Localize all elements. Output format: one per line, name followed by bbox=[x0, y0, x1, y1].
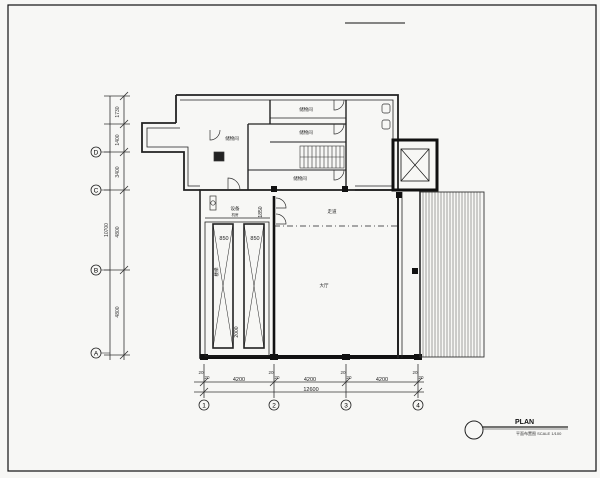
axis-col-1: 1 bbox=[198, 399, 210, 411]
dim-small-1: 20 bbox=[198, 370, 204, 375]
axis-row-d-label: D bbox=[94, 150, 99, 157]
column-axis-markers: 1 2 3 4 bbox=[198, 399, 424, 411]
dim-left-1: 1730 bbox=[115, 106, 121, 117]
plan-subtitle: 平面布置图 SCALE 1/100 bbox=[516, 430, 562, 436]
room-label-corridor: 走道 bbox=[328, 208, 337, 215]
dim-lift-bottom: 2000 bbox=[234, 326, 240, 337]
plan-title-circle bbox=[464, 420, 484, 440]
axis-col-2: 2 bbox=[268, 399, 280, 411]
dim-bottom-3: 4200 bbox=[376, 377, 388, 383]
axis-col-4: 4 bbox=[412, 399, 424, 411]
room-label-hall: 大厅 bbox=[320, 282, 329, 289]
axis-row-c-label: C bbox=[94, 188, 99, 195]
dim-bottom-2: 4200 bbox=[304, 377, 316, 383]
axis-col-3: 3 bbox=[340, 399, 352, 411]
room-label-store-1: 储物间 bbox=[299, 106, 313, 113]
room-label-store-3: 储物间 bbox=[225, 135, 239, 142]
axis-col-1-label: 1 bbox=[202, 403, 206, 410]
dim-bottom-1: 4200 bbox=[233, 377, 245, 383]
dim-lift-a: 850 bbox=[219, 236, 228, 242]
axis-row-b-label: B bbox=[94, 268, 98, 275]
room-label-store-4: 储物间 bbox=[293, 175, 307, 182]
stair bbox=[299, 145, 345, 169]
axis-row-c: C bbox=[90, 184, 110, 196]
axis-col-2-label: 2 bbox=[272, 403, 276, 410]
fixtures bbox=[209, 103, 391, 211]
axis-row-a-label: A bbox=[94, 351, 99, 358]
dim-small-4: 20 bbox=[274, 375, 280, 380]
dim-small-2: 20 bbox=[204, 375, 210, 380]
dim-small-7: 20 bbox=[412, 370, 418, 375]
structural-columns bbox=[200, 186, 422, 360]
dim-small-6: 20 bbox=[346, 375, 352, 380]
axis-row-b: B bbox=[90, 264, 110, 276]
sheet-border bbox=[7, 4, 597, 472]
dim-bottom-total: 12600 bbox=[303, 387, 318, 393]
room-label-stair: 楼梯 bbox=[213, 267, 220, 276]
row-axis-markers: D C B A bbox=[90, 146, 110, 359]
doors bbox=[209, 99, 345, 225]
dim-lift-b: 850 bbox=[250, 236, 259, 242]
bottom-dimension-chain bbox=[194, 364, 424, 398]
lift-bay bbox=[204, 217, 270, 357]
dim-small-5: 20 bbox=[340, 370, 346, 375]
building-walls bbox=[141, 94, 421, 359]
dim-left-total: 10700 bbox=[104, 223, 110, 237]
plan-title-block: PLAN 平面布置图 SCALE 1/100 bbox=[464, 419, 568, 440]
room-label-equip: 设备 bbox=[231, 205, 240, 212]
dim-left-2: 1400 bbox=[115, 134, 121, 145]
dim-small-8: 20 bbox=[418, 375, 424, 380]
elevator-shaft bbox=[391, 138, 439, 192]
terrace-decking bbox=[419, 191, 485, 358]
axis-row-a: A bbox=[90, 347, 110, 359]
dim-left-3: 3400 bbox=[115, 166, 121, 177]
dim-left-5: 4800 bbox=[115, 306, 121, 317]
room-label-equip-sub: 机房 bbox=[232, 212, 239, 217]
axis-col-3-label: 3 bbox=[344, 403, 348, 410]
plan-title: PLAN bbox=[515, 419, 534, 426]
axis-col-4-label: 4 bbox=[416, 403, 420, 410]
dim-small-3: 20 bbox=[268, 370, 274, 375]
dim-pier: 1850 bbox=[258, 206, 264, 217]
axis-row-d: D bbox=[90, 146, 110, 158]
dim-left-4: 4800 bbox=[115, 226, 121, 237]
room-label-store-2: 储物间 bbox=[299, 129, 313, 136]
